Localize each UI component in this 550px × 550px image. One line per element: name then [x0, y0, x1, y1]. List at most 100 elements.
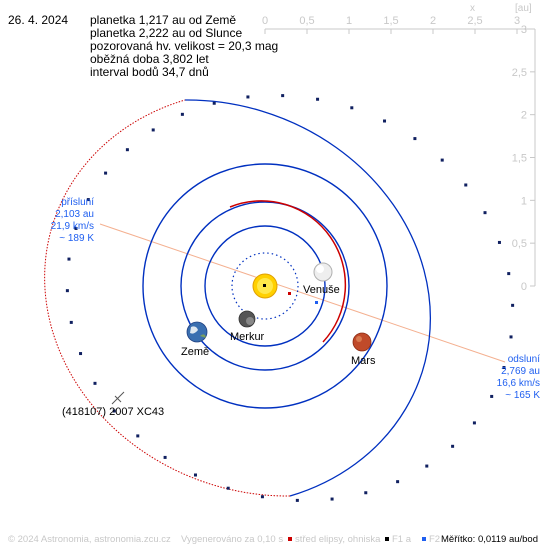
mars-planet [352, 332, 372, 352]
y-tick-label: 0 [521, 281, 527, 293]
svg-text:~ 165 K: ~ 165 K [505, 390, 540, 401]
asteroid-orbit-point [490, 394, 494, 398]
mercury-orbit [231, 252, 299, 320]
asteroid-orbit-point [295, 498, 299, 502]
asteroid-marker [111, 391, 125, 405]
f2-legend-label: F2 [429, 534, 441, 545]
mars-label: Mars [351, 355, 376, 367]
asteroid-orbit-point [472, 421, 476, 425]
info-line-magnitude: pozorovaná hv. velikost = 20,3 mag [90, 39, 279, 53]
svg-text:21,9 km/s: 21,9 km/s [51, 221, 94, 232]
x-tick-label: 3 [514, 15, 520, 27]
venus-planet [313, 262, 333, 282]
asteroid-orbit-point [502, 366, 506, 370]
asteroid-orbit-point [330, 497, 334, 501]
asteroid-orbit-point [79, 352, 83, 356]
svg-text:2,103 au: 2,103 au [55, 209, 94, 220]
asteroid-orbit-point [425, 464, 429, 468]
asteroid-orbit-point [511, 303, 515, 307]
x-tick-label: 0 [262, 15, 268, 27]
y-tick-label: 2 [521, 110, 527, 122]
x-scale [264, 28, 535, 34]
y-tick-label: 3 [521, 24, 527, 36]
footer-f2-legend: F2 [422, 534, 440, 545]
ellipse-center-marker [288, 292, 291, 295]
svg-text:2,769 au: 2,769 au [501, 366, 540, 377]
asteroid-orbit-point [483, 211, 487, 215]
focus-f2-marker [315, 301, 318, 304]
asteroid-orbit-point [104, 171, 108, 175]
footer-f1-legend: F1 a [385, 534, 411, 545]
asteroid-orbit-point [136, 434, 140, 438]
asteroid-orbit-point [212, 101, 216, 105]
asteroid-orbit-point [464, 183, 468, 187]
aphelion-label: odsluní 2,769 au 16,6 km/s ~ 165 K [497, 354, 541, 401]
asteroid-orbit-point [350, 106, 354, 110]
x-tick-label: 0,5 [299, 15, 314, 27]
asteroid-orbit-point [74, 226, 78, 230]
f2-legend-swatch [422, 537, 426, 542]
info-panel: planetka 1,217 au od Země planetka 2,222… [90, 14, 278, 79]
asteroid-orbit-point [69, 320, 73, 324]
asteroid-label: (418107) 2007 XC43 [62, 406, 164, 418]
asteroid-orbit-point [451, 444, 455, 448]
footer-generated: Vygenerováno za 0,10 s [181, 534, 284, 545]
asteroid-orbit-point [396, 480, 400, 484]
earth-planet [186, 321, 208, 343]
asteroid-orbit-point [440, 158, 444, 162]
axis-unit: [au] [515, 3, 532, 14]
asteroid-orbit-point [316, 97, 320, 101]
footer-center-legend: střed elipsy, ohniska [288, 534, 380, 545]
venus-label: Venuše [303, 284, 340, 296]
center-legend-swatch [288, 537, 292, 542]
asteroid-orbit-point [383, 119, 387, 123]
asteroid-orbit [44, 94, 515, 502]
x-tick-label: 1 [346, 15, 352, 27]
perihelion-label: přísluní 2,103 au 21,9 km/s ~ 189 K [51, 197, 95, 244]
y-tick-label: 1,5 [512, 153, 527, 165]
f1-legend-swatch [385, 537, 389, 542]
earth-label: Země [181, 346, 209, 358]
y-tick-label: 2,5 [512, 67, 527, 79]
sun [252, 273, 278, 299]
asteroid-orbit-point [497, 240, 501, 244]
asteroid-orbit-point [151, 128, 155, 132]
y-scale-labels: 3 2,5 2 1,5 1 0,5 0 [512, 24, 527, 293]
asteroid-orbit-point [260, 495, 264, 499]
info-line-distance-sun: planetka 2,222 au od Slunce [90, 26, 243, 40]
svg-text:odsluní: odsluní [508, 354, 540, 365]
asteroid-orbit-point [86, 198, 90, 202]
asteroid-orbit-point [180, 112, 184, 116]
asteroid-orbit-point [226, 486, 230, 490]
asteroid-orbit-point [281, 94, 285, 98]
y-tick-label: 1 [521, 195, 527, 207]
footer-copyright[interactable]: © 2024 Astronomia, astronomia.zcu.cz [8, 534, 171, 545]
info-line-period: oběžná doba 3,802 let [90, 52, 209, 66]
y-tick-label: 0,5 [512, 238, 527, 250]
svg-text:16,6 km/s: 16,6 km/s [497, 378, 540, 389]
asteroid-orbit-point [413, 137, 417, 141]
asteroid-orbit-point [125, 148, 129, 152]
asteroid-orbit-point [163, 455, 167, 459]
svg-text:~ 189 K: ~ 189 K [59, 233, 94, 244]
asteroid-orbit-point [193, 473, 197, 477]
apsis-line [99, 223, 506, 363]
asteroid-orbit-point [246, 95, 250, 99]
asteroid-orbit-point [112, 409, 116, 413]
earth-orbit [180, 201, 350, 371]
asteroid-orbit-point [65, 289, 69, 293]
asteroid-orbit-point [67, 257, 71, 261]
asteroid-orbit-blue [184, 99, 431, 497]
x-tick-label: 2 [430, 15, 436, 27]
center-legend-label: střed elipsy, ohniska [295, 534, 381, 545]
y-scale [530, 28, 536, 287]
mars-orbit-arc [229, 200, 347, 343]
svg-text:přísluní: přísluní [61, 197, 94, 208]
info-line-interval: interval bodů 34,7 dnů [90, 65, 209, 79]
asteroid-orbit-point [509, 335, 513, 339]
mercury-planet [238, 310, 256, 328]
f1-legend-label: F1 a [392, 534, 412, 545]
date-label: 26. 4. 2024 [8, 13, 69, 27]
